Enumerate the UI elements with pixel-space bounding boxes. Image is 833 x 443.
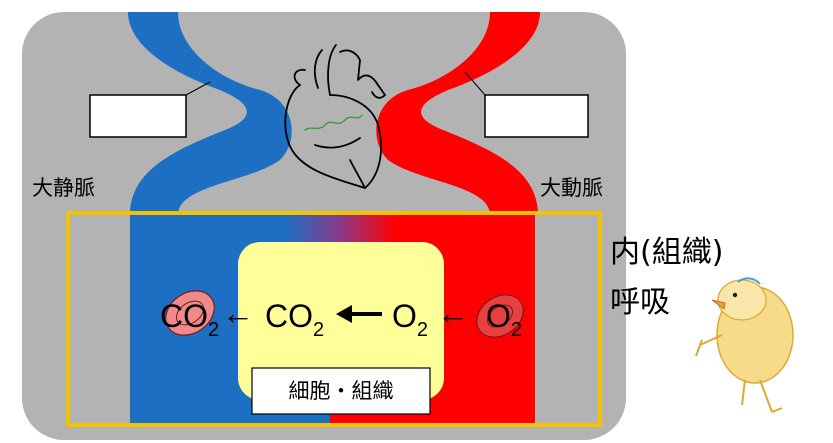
cells-label-box [251,367,431,415]
rbc-left-inner [175,300,205,326]
bold-arrow [336,305,382,323]
heart-outline-icon [284,44,386,189]
o2-right: O2 [486,298,522,341]
arrow-right: ← [437,295,469,331]
pointer-left [185,81,211,96]
rbc-right-inner [486,304,514,328]
tissue-frame [66,211,602,427]
blank-label-right [484,94,589,138]
rbc-right [476,294,524,338]
cell-area [238,242,444,400]
internal-respiration-label-line2: 呼吸 [610,285,670,320]
arrow-left: ← [222,295,254,331]
o2-cell: O2 [392,298,428,341]
co2-cell: CO2 [265,298,324,341]
vena-cava-label: 大静脈 [32,176,95,200]
cells-label: 細胞・組織 [289,379,394,403]
vena-cava-vessel [128,12,292,215]
co2-left: CO2 [160,298,219,341]
internal-respiration-label-line1: 内(組織) [610,235,723,270]
blank-label-left [89,94,187,138]
pointer-right [464,71,486,96]
aorta-label: 大動脈 [540,176,603,200]
rbc-left [165,290,215,336]
chick-drawing-icon [695,277,794,413]
aorta-vessel [376,12,540,215]
